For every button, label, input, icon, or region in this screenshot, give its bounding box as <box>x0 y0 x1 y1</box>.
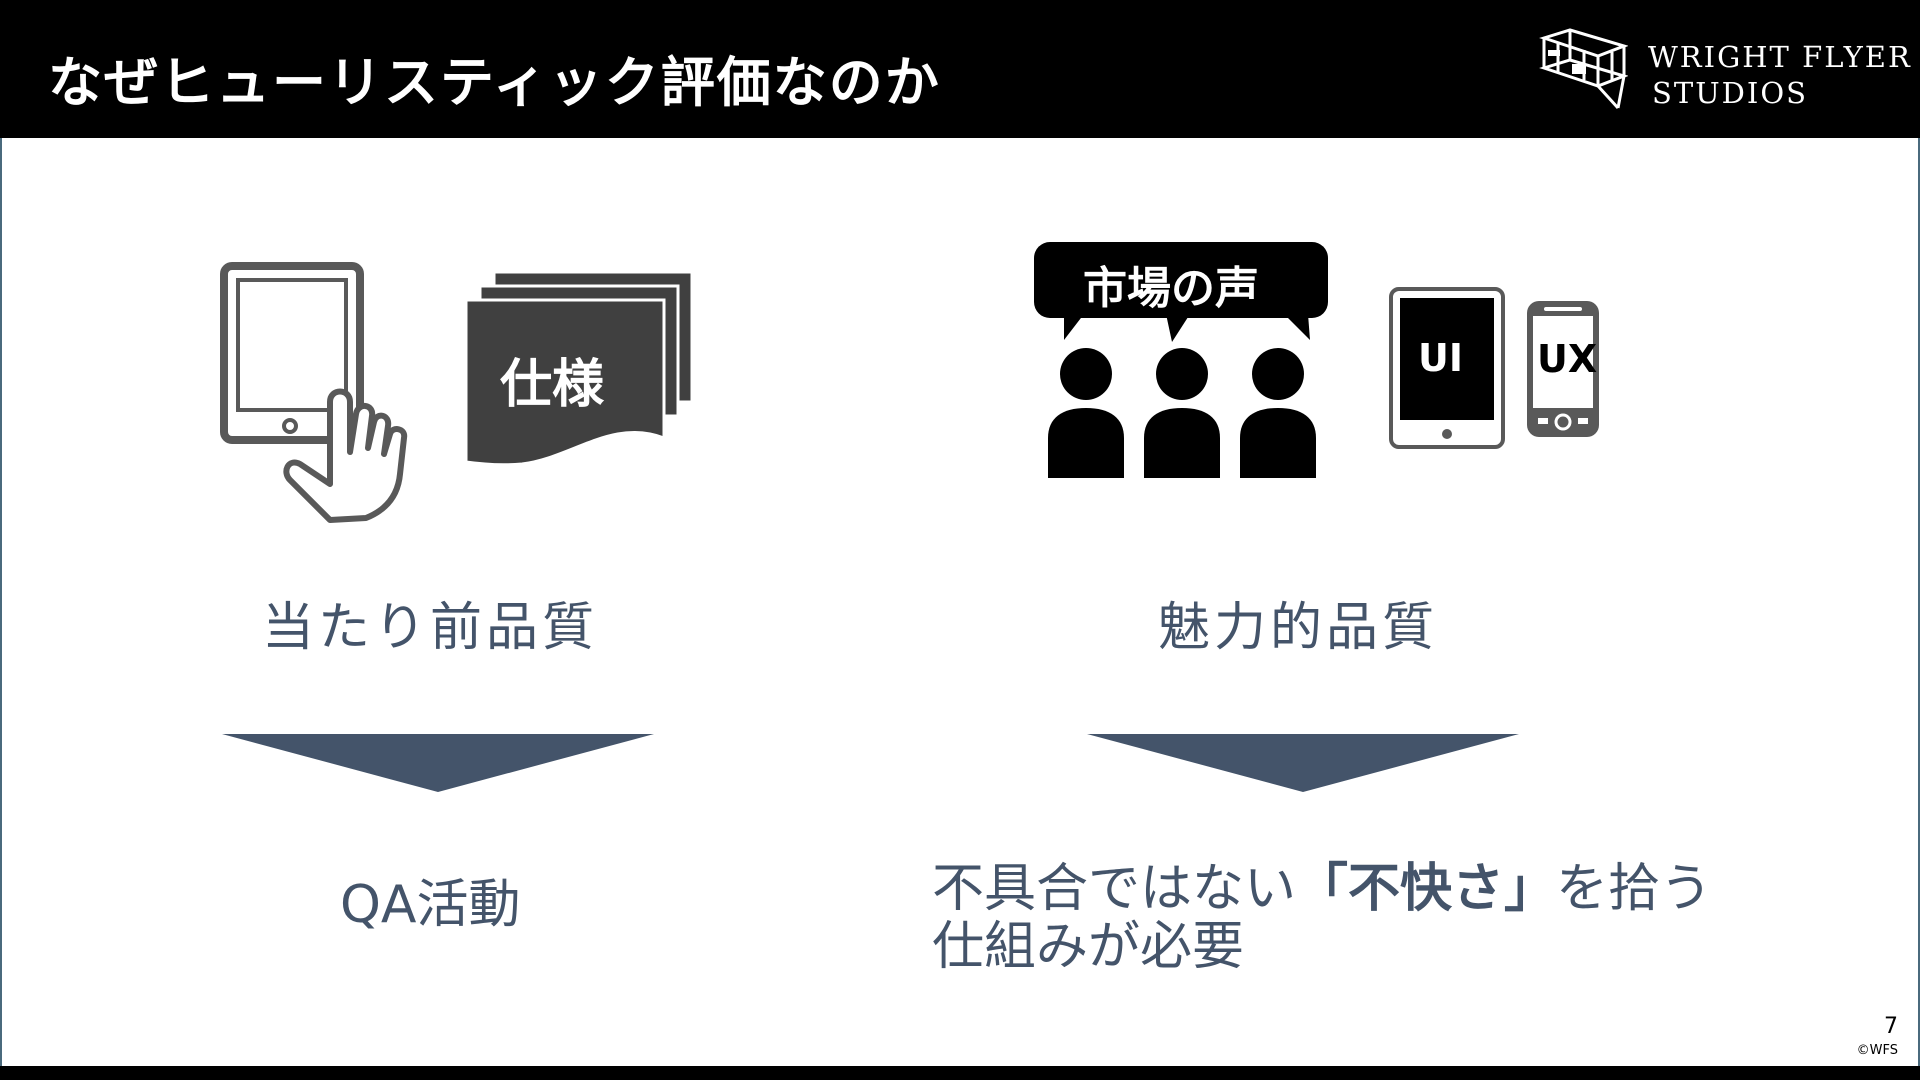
down-arrow-icon <box>1087 734 1519 792</box>
ui-label: UI <box>1418 336 1463 380</box>
logo-text-line1: WRIGHT FLYER <box>1648 40 1912 74</box>
people-group-icon <box>1048 348 1316 478</box>
down-arrow-icon <box>222 734 654 792</box>
logo-text-line2: STUDIOS <box>1652 76 1808 110</box>
page-number: 7 <box>1884 1014 1898 1039</box>
discomfort-mechanism-text: 不具合ではない「不快さ」を拾う 仕組みが必要 <box>932 860 1792 976</box>
company-logo: WRIGHT FLYER STUDIOS <box>1538 28 1910 112</box>
spec-label: 仕様 <box>500 355 605 415</box>
result-text-pre: 不具合ではない <box>932 859 1297 919</box>
qa-activity-label: QA活動 <box>340 875 521 935</box>
speech-bubble-icon <box>1034 242 1328 342</box>
result-text-post: を拾う <box>1556 859 1713 919</box>
ux-label: UX <box>1537 337 1598 381</box>
result-text-emphasis: 「不快さ」 <box>1296 859 1557 919</box>
slide-frame-right <box>1918 138 1920 1068</box>
wright-flyer-biplane-icon <box>1539 28 1628 110</box>
slide-title: なぜヒューリスティック評価なのか <box>48 51 941 114</box>
attractive-quality-label: 魅力的品質 <box>1158 598 1439 658</box>
slide-frame-left <box>0 138 2 1068</box>
footer-bar <box>0 1066 1920 1080</box>
spec-documents-icon <box>464 270 694 467</box>
tablet-tap-icon <box>220 262 408 523</box>
smartphone-icon <box>1527 301 1599 437</box>
tablet-icon <box>1389 287 1505 449</box>
result-text-line2: 仕組みが必要 <box>932 917 1245 977</box>
basic-quality-label: 当たり前品質 <box>262 598 599 658</box>
market-voice-label: 市場の声 <box>1083 263 1259 314</box>
slide-header: なぜヒューリスティック評価なのか WRIGHT FLYER STU <box>0 0 1920 138</box>
copyright: ©WFS <box>1856 1043 1898 1058</box>
